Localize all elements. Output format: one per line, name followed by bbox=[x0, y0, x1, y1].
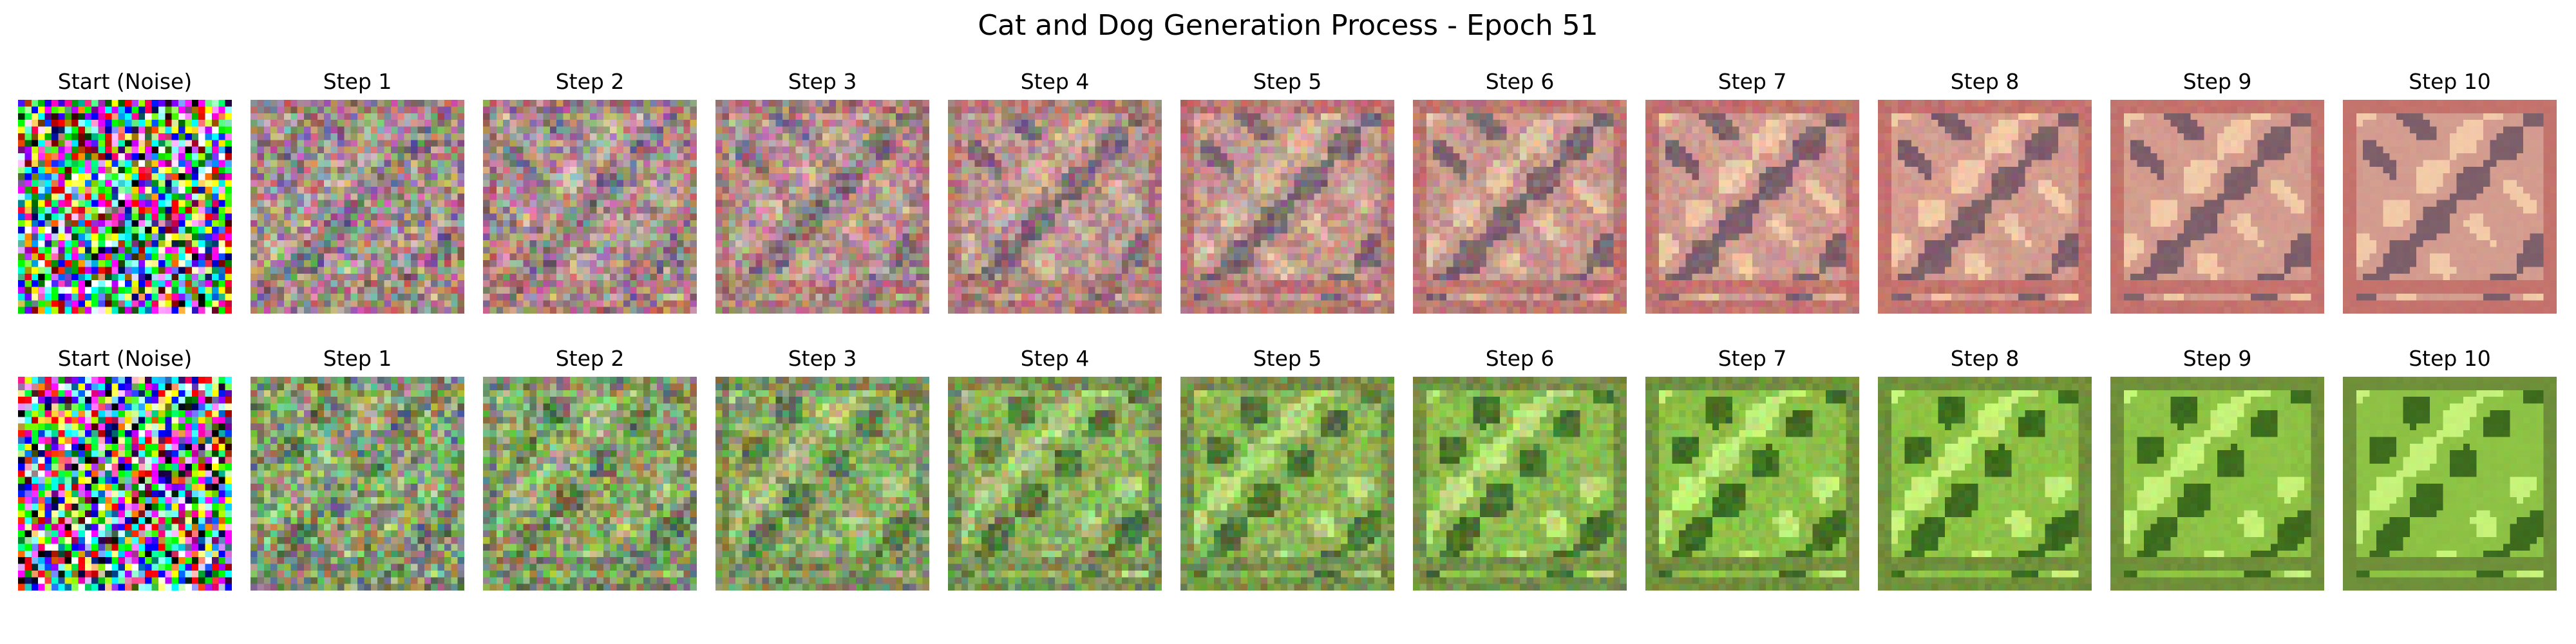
generated-image bbox=[251, 100, 464, 314]
image-panel: Step 2 bbox=[483, 345, 697, 591]
generated-image bbox=[2343, 100, 2557, 314]
generated-image bbox=[2343, 377, 2557, 591]
generated-image bbox=[1180, 100, 1394, 314]
image-panel: Step 8 bbox=[1878, 345, 2092, 591]
panel-title: Start (Noise) bbox=[57, 346, 193, 371]
generated-image bbox=[948, 100, 1162, 314]
image-panel: Step 5 bbox=[1180, 345, 1394, 591]
image-panel: Step 3 bbox=[715, 68, 929, 314]
panel-title: Step 8 bbox=[1950, 346, 2020, 371]
generated-image bbox=[483, 100, 697, 314]
image-panel: Step 6 bbox=[1413, 345, 1627, 591]
generated-image bbox=[1413, 377, 1627, 591]
panel-title: Start (Noise) bbox=[57, 69, 193, 94]
image-panel: Step 4 bbox=[948, 68, 1162, 314]
image-panel: Step 5 bbox=[1180, 68, 1394, 314]
noise-image bbox=[18, 377, 232, 591]
generated-image bbox=[1645, 100, 1859, 314]
generated-image bbox=[948, 377, 1162, 591]
panel-title: Step 1 bbox=[323, 69, 392, 94]
generated-image bbox=[1180, 377, 1394, 591]
image-panel: Step 8 bbox=[1878, 68, 2092, 314]
panel-title: Step 9 bbox=[2183, 346, 2252, 371]
panel-title: Step 10 bbox=[2409, 346, 2491, 371]
image-panel: Step 10 bbox=[2343, 68, 2557, 314]
image-panel: Step 4 bbox=[948, 345, 1162, 591]
panel-title: Step 6 bbox=[1485, 69, 1555, 94]
panel-title: Step 4 bbox=[1020, 69, 1090, 94]
panel-title: Step 7 bbox=[1718, 69, 1787, 94]
generated-image bbox=[715, 100, 929, 314]
generated-image bbox=[1645, 377, 1859, 591]
image-panel: Start (Noise) bbox=[18, 345, 232, 591]
generated-image bbox=[1878, 377, 2092, 591]
image-panel: Step 1 bbox=[251, 68, 464, 314]
figure-title: Cat and Dog Generation Process - Epoch 5… bbox=[978, 9, 1598, 42]
image-panel: Start (Noise) bbox=[18, 68, 232, 314]
image-panel: Step 9 bbox=[2110, 345, 2324, 591]
generated-image bbox=[251, 377, 464, 591]
image-panel: Step 10 bbox=[2343, 345, 2557, 591]
image-panel: Step 9 bbox=[2110, 68, 2324, 314]
panel-title: Step 5 bbox=[1253, 346, 1322, 371]
panel-title: Step 6 bbox=[1485, 346, 1555, 371]
generated-image bbox=[2110, 100, 2324, 314]
generated-image bbox=[715, 377, 929, 591]
image-panel: Step 2 bbox=[483, 68, 697, 314]
generated-image bbox=[2110, 377, 2324, 591]
image-panel: Step 1 bbox=[251, 345, 464, 591]
generated-image bbox=[1413, 100, 1627, 314]
panel-title: Step 1 bbox=[323, 346, 392, 371]
image-panel: Step 7 bbox=[1645, 345, 1859, 591]
panel-title: Step 3 bbox=[788, 69, 857, 94]
panel-title: Step 7 bbox=[1718, 346, 1787, 371]
image-panel: Step 3 bbox=[715, 345, 929, 591]
generated-image bbox=[1878, 100, 2092, 314]
panel-title: Step 4 bbox=[1020, 346, 1090, 371]
image-panel: Step 7 bbox=[1645, 68, 1859, 314]
panel-title: Step 8 bbox=[1950, 69, 2020, 94]
noise-image bbox=[18, 100, 232, 314]
panel-title: Step 2 bbox=[555, 69, 625, 94]
panel-title: Step 5 bbox=[1253, 69, 1322, 94]
panel-title: Step 9 bbox=[2183, 69, 2252, 94]
panel-title: Step 3 bbox=[788, 346, 857, 371]
image-panel: Step 6 bbox=[1413, 68, 1627, 314]
generated-image bbox=[483, 377, 697, 591]
panel-title: Step 10 bbox=[2409, 69, 2491, 94]
panel-title: Step 2 bbox=[555, 346, 625, 371]
